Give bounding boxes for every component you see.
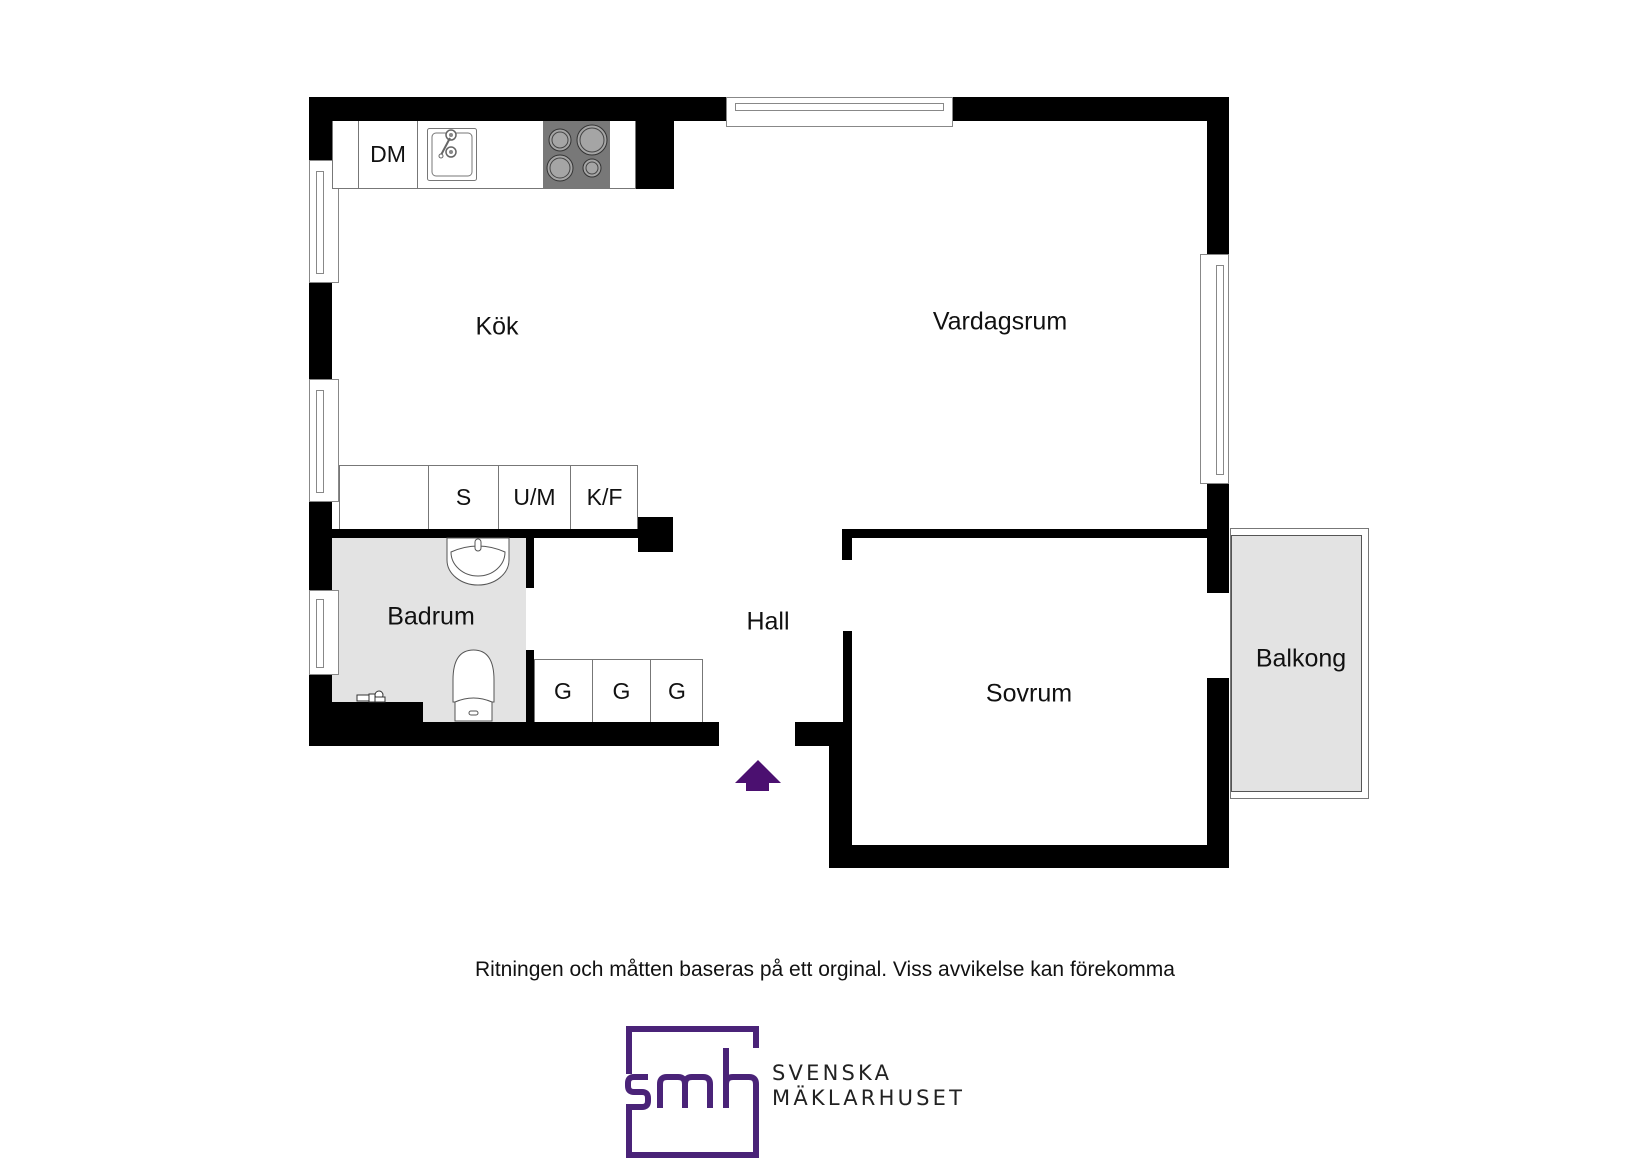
wall-right-1 — [1207, 97, 1229, 254]
wall-bedroom-left-stub — [842, 529, 852, 560]
room-label-balcony: Balkong — [1255, 644, 1347, 673]
wall-bedroom-bottom — [829, 845, 1229, 868]
faucet-icon — [356, 690, 386, 703]
wardrobe-3: G — [651, 660, 703, 722]
room-label-bedroom: Sovrum — [985, 679, 1073, 708]
bath-corner-block — [332, 702, 423, 722]
smh-logo-mark-icon — [625, 1026, 759, 1158]
wardrobe-1: G — [534, 660, 593, 722]
logo-line-1: SVENSKA — [772, 1061, 893, 1085]
wall-right-3 — [1207, 678, 1229, 868]
wall-bath-right-2 — [526, 650, 534, 722]
wall-bedroom-left-outer — [829, 722, 852, 868]
wall-left-2 — [309, 283, 332, 379]
stove-cabinet-cell: S — [428, 466, 499, 529]
kitchen-column — [636, 121, 674, 189]
logo-line-2: MÄKLARHUSET — [772, 1086, 966, 1110]
wall-top-right — [953, 97, 1229, 121]
oven-microwave-cell: U/M — [499, 466, 571, 529]
window-right — [1200, 254, 1229, 484]
wall-block-hall — [638, 517, 673, 552]
wall-left-1 — [309, 97, 332, 160]
room-label-living-room: Vardagsrum — [932, 307, 1068, 336]
fridge-freezer-label: K/F — [586, 484, 623, 510]
room-label-bathroom: Badrum — [387, 602, 475, 631]
fridge-freezer-cell: K/F — [571, 466, 638, 529]
wall-bedroom-top — [842, 529, 1207, 538]
wardrobe-label: G — [612, 677, 631, 704]
wall-bottom-left — [309, 722, 719, 746]
stove-icon — [543, 121, 610, 188]
balcony-floor — [1231, 535, 1362, 792]
sink-icon — [427, 128, 477, 181]
window-left-2 — [309, 379, 339, 502]
washbasin-icon — [446, 537, 510, 586]
toilet-icon — [452, 649, 495, 722]
wall-left-3 — [309, 502, 332, 590]
wardrobes — [534, 659, 703, 722]
wardrobe-2: G — [593, 660, 651, 722]
window-bathroom — [309, 590, 339, 675]
wardrobe-label: G — [554, 677, 572, 704]
wall-bedroom-left-inner — [843, 631, 852, 722]
stove-cabinet-label: S — [455, 484, 472, 510]
dishwasher-label: DM — [370, 141, 406, 167]
wall-top-left — [309, 97, 726, 121]
wall-bath-right-1 — [526, 538, 534, 588]
dishwasher-cell: DM — [358, 121, 418, 188]
wall-kitchen-bath — [332, 529, 638, 538]
wardrobe-label: G — [668, 677, 686, 704]
room-label-hall: Hall — [746, 607, 790, 636]
window-top — [726, 97, 953, 127]
disclaimer-text: Ritningen och måtten baseras på ett orgi… — [475, 958, 1175, 981]
entrance-arrow-icon — [735, 760, 781, 791]
wall-right-2 — [1207, 484, 1229, 593]
kitchen-counter-lower — [339, 465, 638, 529]
room-label-kitchen: Kök — [475, 312, 519, 341]
oven-microwave-label: U/M — [513, 484, 556, 510]
